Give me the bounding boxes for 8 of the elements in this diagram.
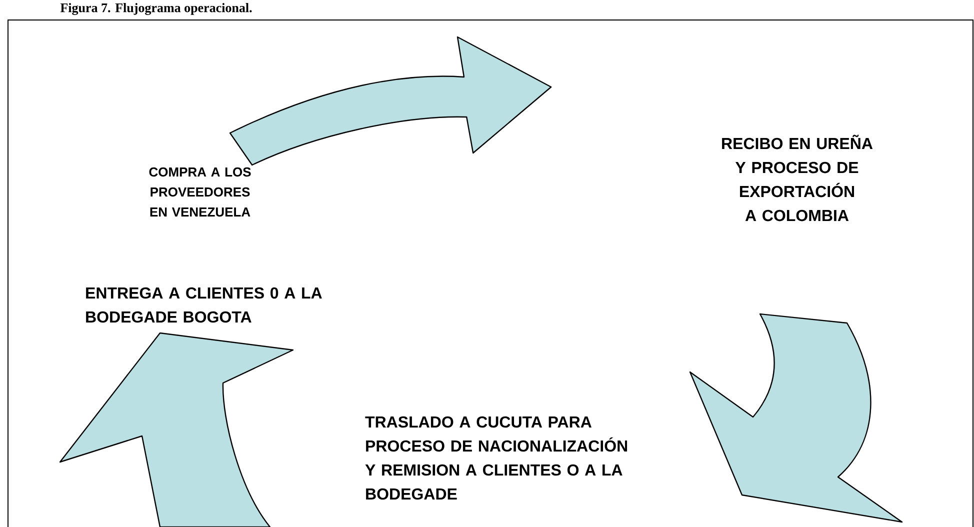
step-text: ENTREGA A CLIENTES 0 A LA BODEGADE BOGOTA: [86, 287, 322, 323]
block-arrow: [229, 36, 552, 166]
block-arrow: [59, 332, 294, 527]
figure-title: Figura 7. Flujograma operacional.: [60, 3, 252, 15]
step-text: TRASLADO A CUCUTA PARA PROCESO DE NACIONALIZACIÓN Y REMISION A CLIENTES O A LA BODEGADE: [365, 416, 628, 500]
step-text: COMPRA A LOS PROVEEDORES EN VENEZUELA: [149, 167, 251, 217]
step-text: RECIBO EN UREÑA Y PROCESO DE EXPORTACIÓN A COLOMBIA: [722, 134, 873, 222]
block-arrow: [689, 313, 903, 523]
